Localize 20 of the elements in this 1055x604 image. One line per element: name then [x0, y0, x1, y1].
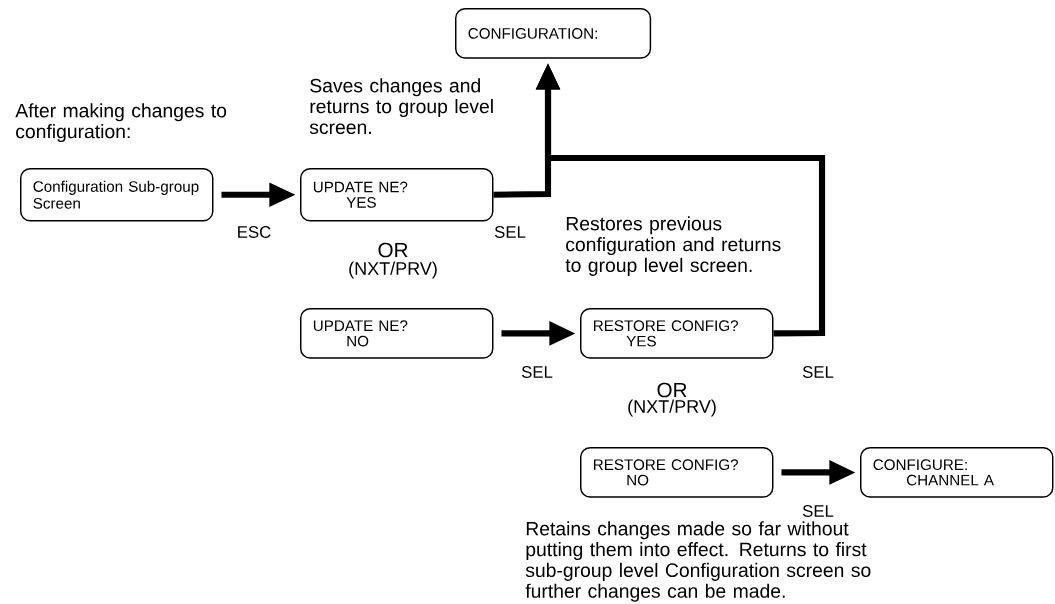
or-note: (NXT/PRV)	[349, 261, 437, 279]
note-text: Retains changes made so far without putting them into effect. Returns to first sub-group level Configuration screen so further changes can be made.	[525, 521, 871, 602]
or-note: OR	[657, 382, 687, 398]
edge-label: SEL	[492, 224, 528, 240]
edge-label: ESC	[235, 224, 273, 240]
screen-box: RESTORE CONFIG? NO	[580, 447, 774, 498]
note-text: After making changes to configuration:	[15, 103, 227, 143]
note-text: Restores previous configuration and returns to group level screen.	[565, 216, 781, 276]
edge-label: SEL	[800, 503, 836, 519]
screen-box: CONFIGURATION:	[455, 8, 652, 59]
screen-box: UPDATE NE? NO	[300, 308, 494, 359]
edge-label: SEL	[800, 364, 836, 380]
edge-label: SEL	[519, 364, 555, 380]
note-text: Saves changes and returns to group level screen.	[309, 78, 493, 135]
screen-box: RESTORE CONFIG? YES	[580, 308, 774, 359]
or-note: OR	[378, 242, 408, 258]
screen-box: UPDATE NE? YES	[300, 168, 494, 222]
or-note: (NXT/PRV)	[628, 399, 716, 417]
screen-box: Configuration Sub-group Screen	[20, 168, 214, 222]
screen-box: CONFIGURE: CHANNEL A	[860, 447, 1054, 498]
